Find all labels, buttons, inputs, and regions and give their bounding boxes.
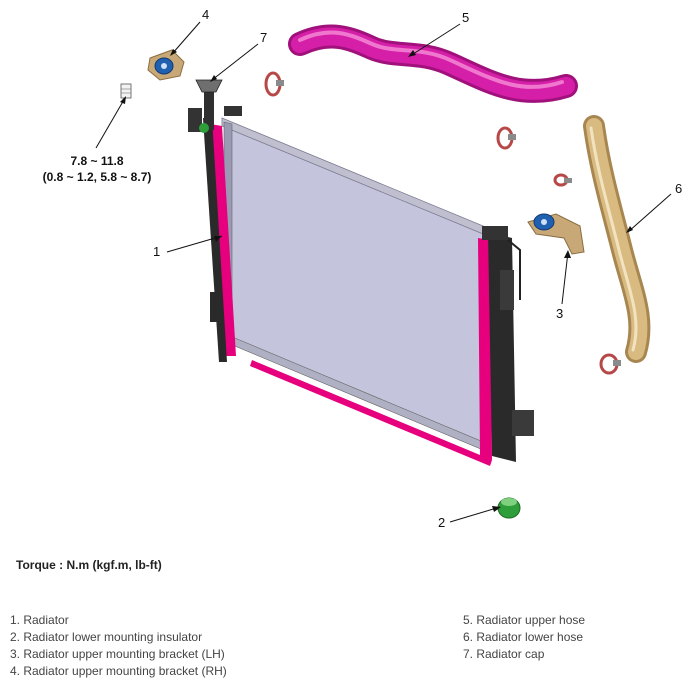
callout-3: 3 — [556, 306, 563, 321]
hose-clamp-icon — [553, 173, 572, 187]
legend-item: 7. Radiator cap — [463, 647, 545, 661]
callout-1: 1 — [153, 244, 160, 259]
upper-mounting-bracket-lh — [527, 213, 585, 255]
legend-item: 6. Radiator lower hose — [463, 630, 584, 644]
callout-7: 7 — [260, 30, 267, 45]
hose-clamp-icon — [264, 71, 284, 97]
callout-4: 4 — [202, 7, 209, 22]
lower-mounting-insulator — [497, 497, 521, 519]
radiator-lower-hose — [583, 115, 651, 363]
torque-spec-nm: 7.8 ~ 11.8 — [70, 154, 123, 168]
radiator-upper-hose — [288, 24, 578, 103]
hose-clamp-icon — [496, 126, 516, 150]
legend-item: 4. Radiator upper mounting bracket (RH) — [10, 664, 227, 678]
legend-left: 1. Radiator 2. Radiator lower mounting i… — [10, 612, 227, 680]
radiator-core — [225, 121, 487, 449]
radiator — [188, 79, 534, 466]
mounting-bolt — [120, 83, 132, 99]
legend-right: 5. Radiator upper hose 6. Radiator lower… — [463, 612, 585, 663]
hose-clamp-icon — [599, 353, 621, 375]
upper-mounting-bracket-rh — [147, 49, 185, 81]
legend-item: 3. Radiator upper mounting bracket (LH) — [10, 647, 225, 661]
callout-5: 5 — [462, 10, 469, 25]
torque-caption: Torque : N.m (kgf.m, lb-ft) — [16, 558, 162, 572]
legend-item: 1. Radiator — [10, 613, 69, 627]
callout-2: 2 — [438, 515, 445, 530]
legend-item: 5. Radiator upper hose — [463, 613, 586, 627]
radiator-cap-body — [195, 79, 223, 93]
torque-spec-alt-units: (0.8 ~ 1.2, 5.8 ~ 8.7) — [43, 170, 152, 184]
legend-item: 2. Radiator lower mounting insulator — [10, 630, 203, 644]
radiator-right-tank — [478, 238, 492, 460]
callout-6: 6 — [675, 181, 682, 196]
radiator-left-tank — [210, 124, 236, 356]
radiator-exploded-diagram: 1 2 3 4 5 6 7 7.8 ~ 11.8 (0.8 ~ 1.2, 5.8… — [43, 7, 683, 530]
